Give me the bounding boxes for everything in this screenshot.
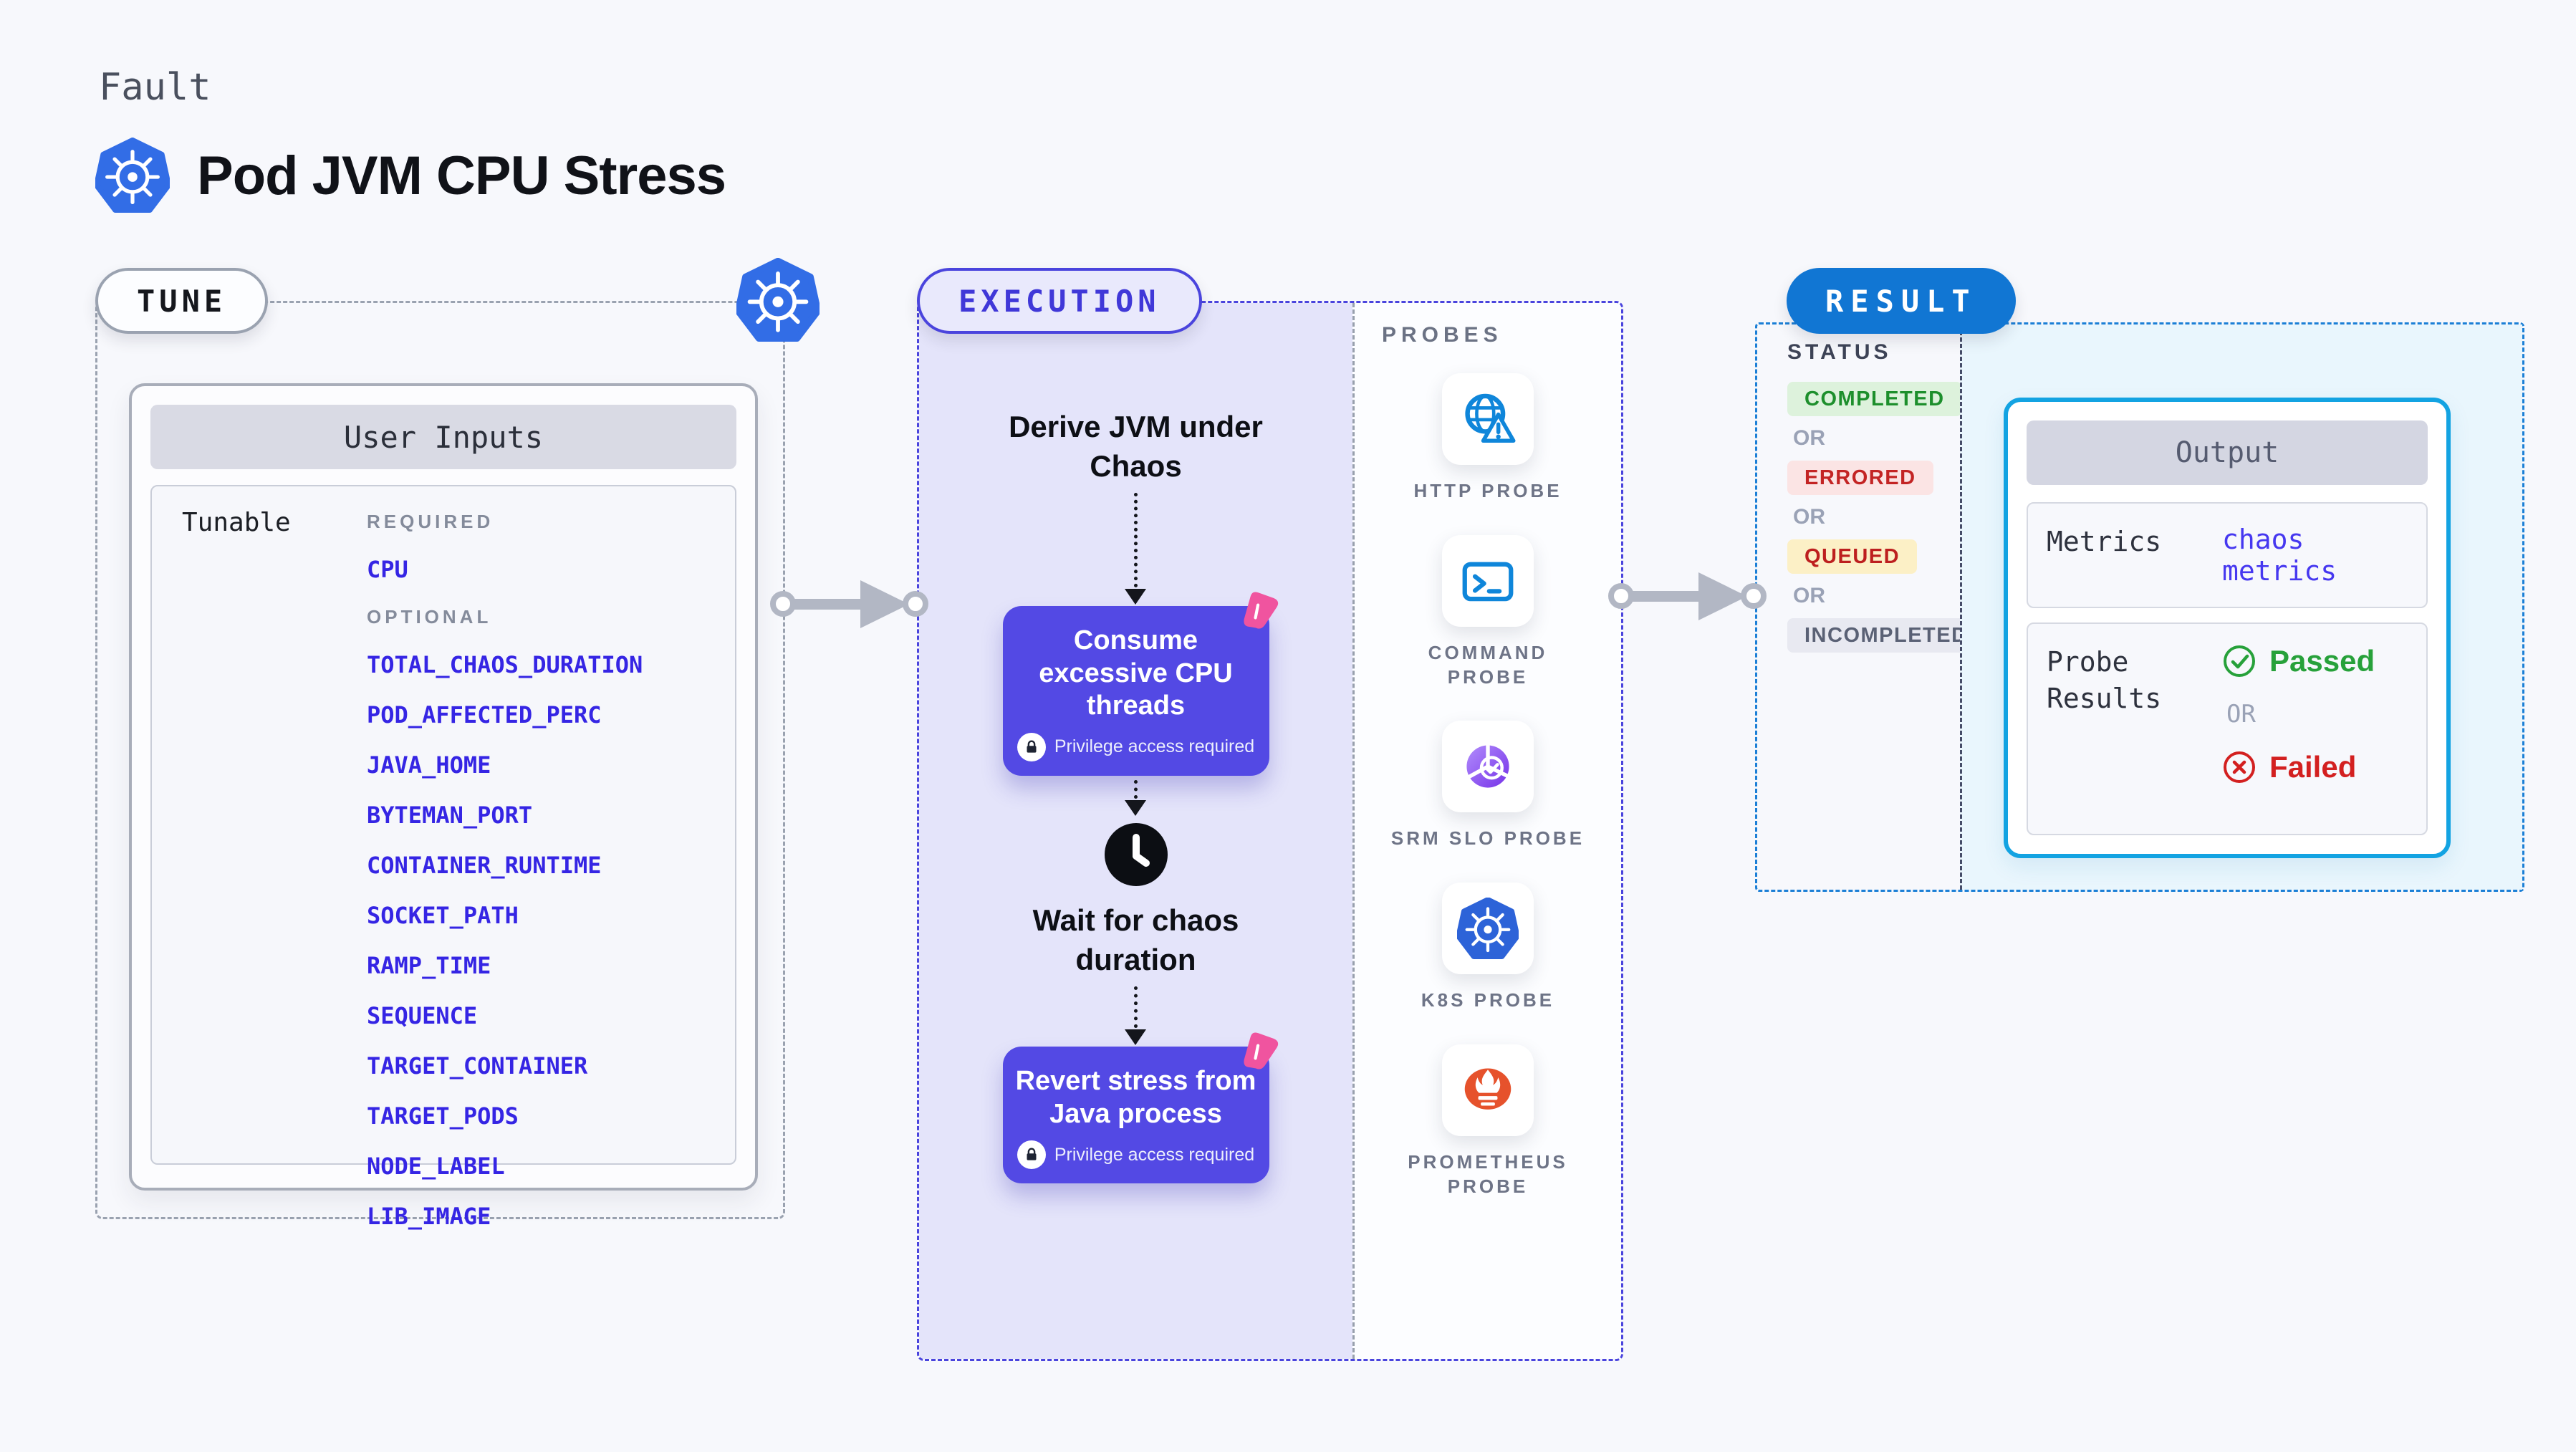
probe-item: K8S PROBE <box>1388 883 1588 1013</box>
probe-card <box>1442 373 1534 465</box>
k8s-probe-icon <box>1457 898 1519 960</box>
execution-pill: EXECUTION <box>917 268 1202 334</box>
result-pill: RESULT <box>1787 268 2016 334</box>
params-column: REQUIRED CPU OPTIONAL TOTAL_CHAOS_DURATI… <box>367 486 735 1230</box>
page-title: Pod JVM CPU Stress <box>197 145 726 206</box>
lock-icon <box>1017 1140 1046 1170</box>
clock-icon <box>1103 822 1169 891</box>
chaos-action-consume: Consume excessive CPU threads Privilege … <box>1002 592 1278 776</box>
probe-label: HTTP PROBE <box>1413 480 1562 501</box>
probe-label: COMMAND PROBE <box>1428 641 1548 688</box>
probe-item: HTTP PROBE <box>1388 373 1588 504</box>
probe-results-row: Probe Results Passed OR <box>2027 622 2428 835</box>
output-card: Output Metrics chaos metrics Probe Resul… <box>2004 398 2451 858</box>
probe-card <box>1442 883 1534 975</box>
probe-card <box>1442 534 1534 627</box>
param-item: LIB_IMAGE <box>367 1203 491 1230</box>
arrow-tune-to-execution <box>770 580 928 628</box>
result-section: STATUS COMPLETED OR ERRORED OR QUEUED OR… <box>1755 322 2524 892</box>
chaos-logo-icon <box>1243 592 1278 629</box>
probes-label: PROBES <box>1382 323 1503 347</box>
flow-arrow-down <box>1125 986 1146 1046</box>
http-probe-icon <box>1465 393 1516 443</box>
step-wait: Wait for chaos duration <box>1032 903 1239 976</box>
param-item: SOCKET_PATH <box>367 902 519 929</box>
step-derive: Derive JVM under Chaos <box>1009 410 1263 483</box>
chaos-logo-icon <box>1243 1032 1278 1069</box>
probe-item: PROMETHEUS PROBE <box>1388 1044 1588 1199</box>
privilege-note: Privilege access required <box>1054 1144 1255 1165</box>
param-item: JAVA_HOME <box>367 751 491 779</box>
user-inputs-header: User Inputs <box>150 405 736 469</box>
user-inputs-card: User Inputs Tunable REQUIRED CPU OPTIONA… <box>129 383 758 1230</box>
lock-icon <box>1017 732 1046 761</box>
probe-label: PROMETHEUS PROBE <box>1408 1150 1568 1197</box>
or-label: OR <box>1793 505 1825 529</box>
param-item: TARGET_CONTAINER <box>367 1052 588 1080</box>
required-label: REQUIRED <box>367 511 494 532</box>
chaos-action-label: Revert stress from Java process <box>1015 1066 1256 1129</box>
probe-card <box>1442 1044 1534 1136</box>
or-label: OR <box>2226 700 2256 729</box>
param-item: TOTAL_CHAOS_DURATION <box>367 651 643 678</box>
kubernetes-icon <box>95 138 170 213</box>
failed-verdict: Failed <box>2222 750 2375 784</box>
status-badge-errored: ERRORED <box>1787 461 1933 495</box>
status-label: STATUS <box>1787 340 1892 364</box>
probe-label: K8S PROBE <box>1421 989 1555 1011</box>
arrow-probes-to-result <box>1608 572 1767 620</box>
tune-pill: TUNE <box>95 268 269 334</box>
probe-verdicts: Passed OR Failed <box>2222 644 2375 814</box>
metrics-row: Metrics chaos metrics <box>2027 502 2428 608</box>
param-item: POD_AFFECTED_PERC <box>367 701 602 729</box>
chaos-action-revert: Revert stress from Java process Privileg… <box>1002 1032 1278 1184</box>
tune-section <box>95 301 785 1219</box>
failed-label: Failed <box>2269 750 2357 784</box>
probe-item: COMMAND PROBE <box>1388 534 1588 690</box>
passed-verdict: Passed <box>2222 644 2375 678</box>
param-item: CONTAINER_RUNTIME <box>367 852 602 879</box>
probes-panel: PROBES HTTP PROBE <box>1352 303 1621 1359</box>
privilege-note: Privilege access required <box>1054 736 1255 757</box>
privilege-row: Privilege access required <box>1017 1140 1255 1170</box>
tunable-label: Tunable <box>182 508 291 537</box>
status-column: STATUS COMPLETED OR ERRORED OR QUEUED OR… <box>1757 324 1985 890</box>
probe-label: SRM SLO PROBE <box>1390 827 1585 850</box>
passed-check-icon <box>2224 645 2255 677</box>
param-item: NODE_LABEL <box>367 1153 505 1180</box>
status-badge-queued: QUEUED <box>1787 539 1918 574</box>
metrics-value: chaos metrics <box>2222 524 2337 587</box>
probe-card <box>1442 721 1534 813</box>
kubernetes-icon <box>736 258 820 342</box>
user-inputs-list: Tunable REQUIRED CPU OPTIONAL TOTAL_CHAO… <box>150 485 736 1230</box>
fault-type-label: Fault <box>99 66 211 109</box>
metrics-label: Metrics <box>2047 526 2162 557</box>
output-panel: Output Metrics chaos metrics Probe Resul… <box>1960 324 2522 890</box>
param-item: TARGET_PODS <box>367 1102 519 1130</box>
output-header: Output <box>2027 420 2428 485</box>
passed-label: Passed <box>2269 644 2375 678</box>
flow-arrow-down <box>1125 493 1146 605</box>
prometheus-probe-icon <box>1464 1068 1512 1110</box>
failed-x-icon <box>2224 751 2255 783</box>
param-item: SEQUENCE <box>367 1002 478 1029</box>
command-probe-icon <box>1462 562 1514 602</box>
param-item: CPU <box>367 556 408 583</box>
srm-slo-probe-icon <box>1466 744 1509 788</box>
status-badge-completed: COMPLETED <box>1787 382 1962 416</box>
optional-label: OPTIONAL <box>367 606 492 628</box>
page-header: Pod JVM CPU Stress <box>95 138 726 213</box>
or-label: OR <box>1793 584 1825 607</box>
param-item: BYTEMAN_PORT <box>367 802 533 829</box>
or-label: OR <box>1793 426 1825 450</box>
probe-item: SRM SLO PROBE <box>1388 721 1588 851</box>
probe-results-label: Probe Results <box>2047 646 2162 715</box>
chaos-action-label: Consume excessive CPU threads <box>1039 625 1233 721</box>
privilege-row: Privilege access required <box>1017 732 1255 761</box>
execution-flow: Derive JVM under Chaos Consume excessive… <box>919 303 1352 1359</box>
flow-arrow-down <box>1125 779 1146 816</box>
param-item: RAMP_TIME <box>367 952 491 979</box>
status-badge-incompleted: INCOMPLETED <box>1787 618 1985 653</box>
execution-section: Derive JVM under Chaos Consume excessive… <box>917 301 1623 1361</box>
